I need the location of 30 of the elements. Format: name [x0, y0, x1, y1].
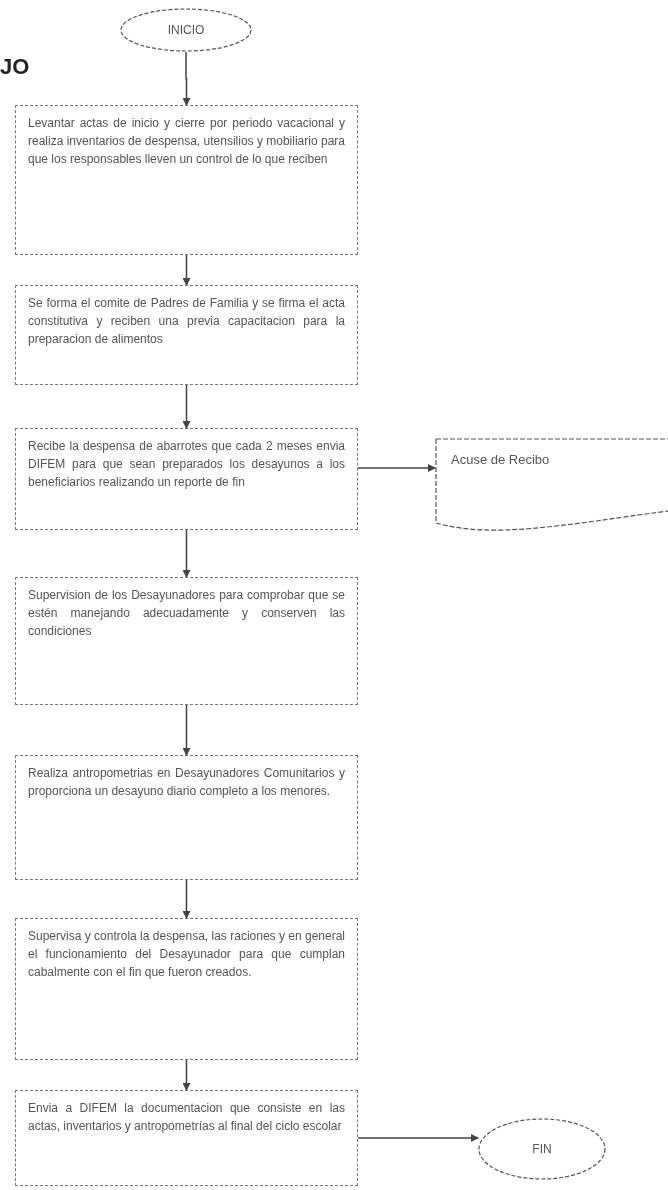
- title-fragment: JO: [0, 53, 30, 81]
- arrow: [182, 704, 191, 756]
- process-box: [15, 428, 358, 530]
- arrow: [182, 1059, 191, 1091]
- node-text: Supervision de los Desayunadores para comprobar que se estén manejando adecuadamente y conserven las condiciones: [28, 587, 345, 640]
- arrow: [182, 879, 191, 919]
- process-box: [15, 285, 358, 385]
- arrow: [182, 384, 191, 429]
- process-box: [15, 1090, 358, 1186]
- process-box: [15, 755, 358, 880]
- arrow: [357, 1134, 479, 1142]
- terminator-ellipse: [478, 1118, 606, 1180]
- process-box: [15, 918, 358, 1060]
- arrow: [182, 529, 191, 578]
- document-shape: [435, 438, 668, 533]
- node-text: Realiza antropometrias en Desayunadores Comunitarios y proporciona un desayuno diario completo a los menores.: [28, 765, 345, 800]
- node-text: Acuse de Recibo: [451, 451, 551, 469]
- terminator-ellipse: [120, 8, 252, 52]
- arrow: [182, 254, 191, 286]
- node-text: Se forma el comite de Padres de Familia y se firma el acta constitutiva y reciben una previa capacitacion para la preparacion de alimentos: [28, 295, 345, 348]
- process-box: [15, 105, 358, 255]
- arrow: [182, 51, 191, 106]
- node-text: Envia a DIFEM la documentacion que consiste en las actas, inventarios y antropometrías al final del ciclo escolar: [28, 1100, 345, 1135]
- node-text: FIN: [532, 1141, 552, 1158]
- node-text: Supervisa y controla la despensa, las raciones y en general el funcionamiento del Desayunador para que cumplan cabalmente con el fin que fueron creados.: [28, 928, 345, 981]
- process-box: [15, 577, 358, 705]
- node-text: Levantar actas de inicio y cierre por periodo vacacional y realiza inventarios de despensa, utensilios y mobiliario para que los responsables lleven un control de lo que reciben: [28, 115, 345, 168]
- arrow: [357, 464, 436, 472]
- node-text: INICIO: [167, 22, 205, 39]
- node-text: Recibe la despensa de abarrotes que cada 2 meses envia DIFEM para que sean preparados los desayunos a los beneficiarios realizando un reporte de fin: [28, 438, 345, 491]
